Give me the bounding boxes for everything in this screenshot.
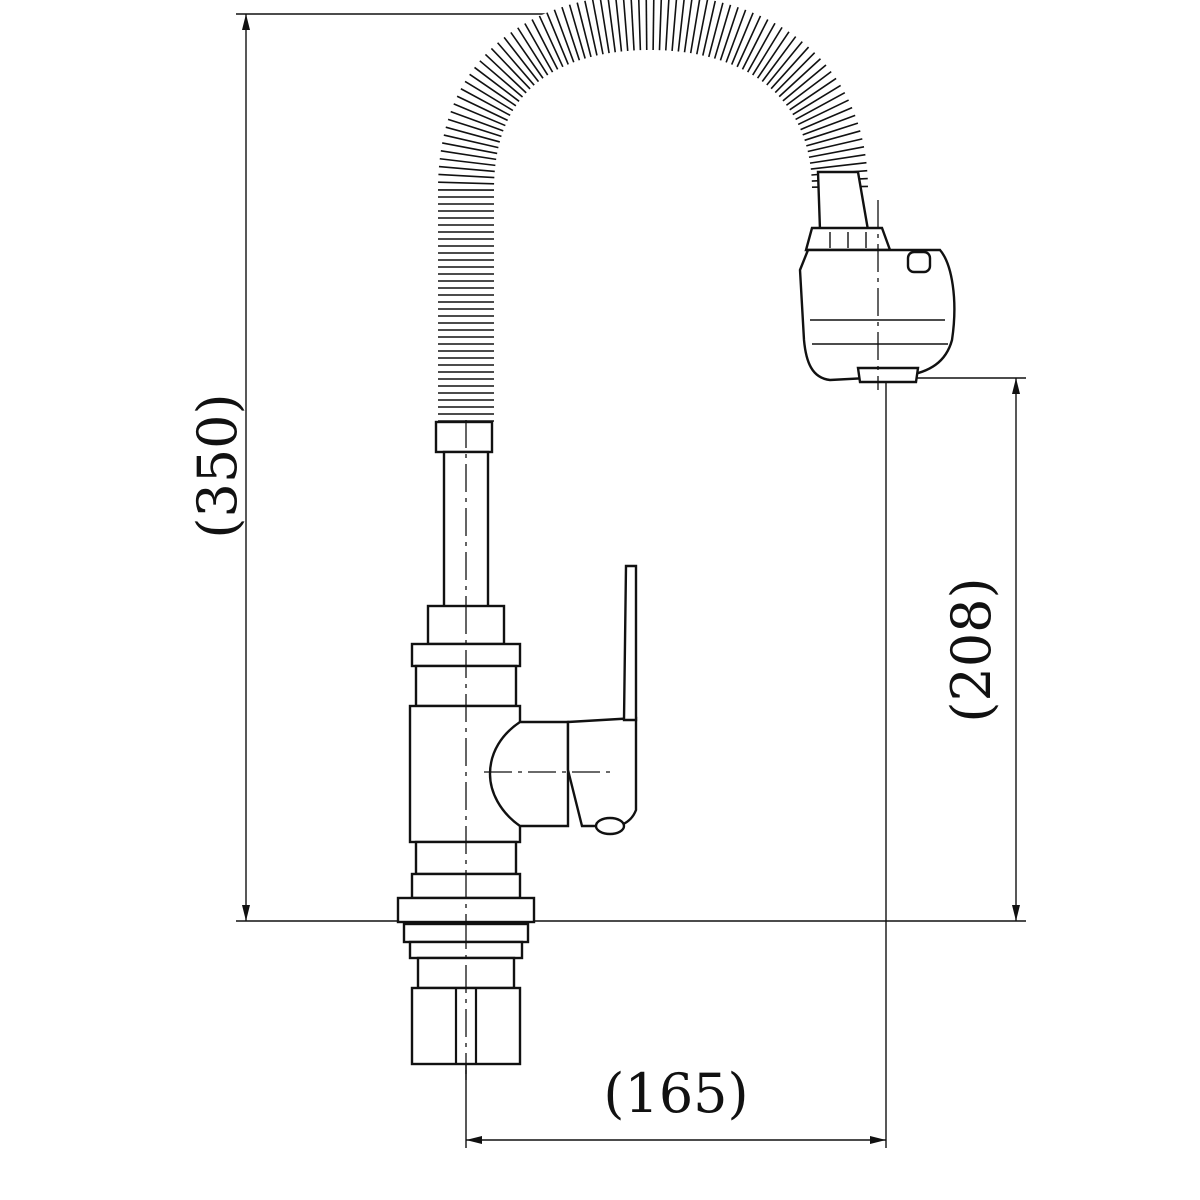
dimension-spout-height: (208) xyxy=(540,377,1026,922)
faucet-body xyxy=(396,604,536,924)
overall-height-label: (350) xyxy=(186,393,249,538)
spout-tube xyxy=(434,420,494,1080)
dimension-overall-height: (350) xyxy=(186,13,636,922)
flexible-hose xyxy=(437,0,868,425)
hose-corrugation xyxy=(437,0,868,422)
spray-head xyxy=(798,170,956,390)
spout-height-label: (208) xyxy=(940,577,1003,722)
lever-handle[interactable] xyxy=(484,564,638,836)
mounting-shank xyxy=(402,921,530,1080)
reach-label: (165) xyxy=(603,1062,748,1125)
